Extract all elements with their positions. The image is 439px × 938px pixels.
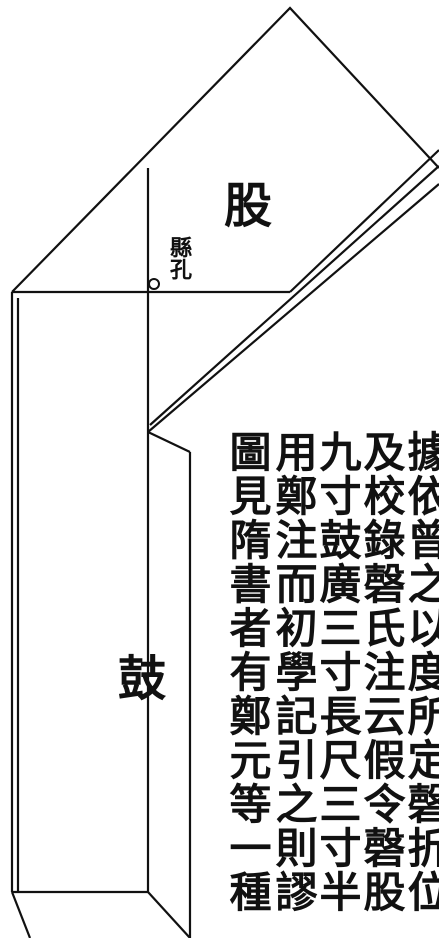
text-column: 據依曾之以度所定磬折位	[401, 430, 439, 914]
gu-drum-joint	[147, 431, 191, 453]
hanging-hole-icon	[148, 278, 160, 290]
gu-inner-diagonal	[149, 165, 439, 426]
gu-right-edge	[289, 149, 439, 293]
text-column: 九寸鼓廣三寸長尺三寸半	[313, 430, 362, 914]
gu-drum-base	[10, 891, 32, 938]
gu-outline	[11, 6, 439, 293]
text-column: 圖見隋書者有鄭元等一種	[223, 430, 272, 914]
text-column: 用鄭注而初學記引之則謬	[269, 430, 318, 914]
gu-lower-diagonal	[147, 183, 439, 433]
gu-drum-label: 鼓	[118, 651, 167, 707]
hanging-hole-label: 縣孔	[166, 236, 192, 280]
text-column: 及校錄磬氏注云假令磬股	[357, 430, 406, 914]
gu-drum-base-right	[147, 891, 191, 938]
gu-label: 股	[224, 178, 273, 234]
commentary-text: 據依曾之以度所定磬折位 及校錄磬氏注云假令磬股 九寸鼓廣三寸長尺三寸半 用鄭注而…	[218, 430, 439, 938]
